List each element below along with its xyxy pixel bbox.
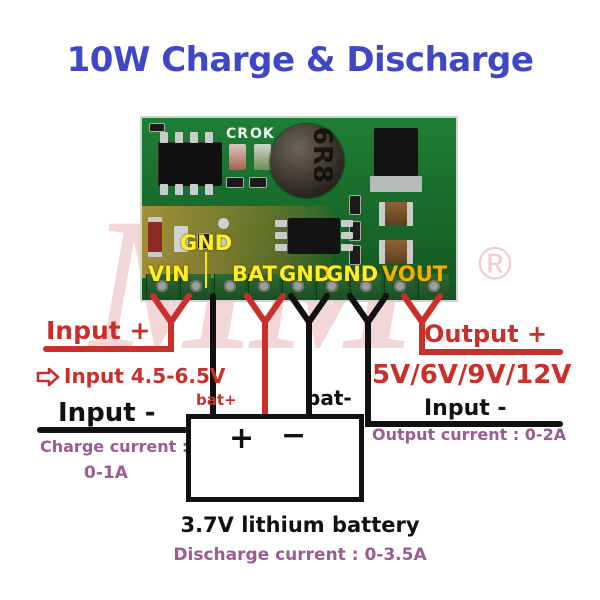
mosfet-pad [370,176,422,192]
ic-pin [160,184,168,195]
smd-capacitor [385,240,407,264]
label-input-voltage-range: Input 4.5-6.5V [64,364,226,388]
ic-pin [341,220,353,227]
via-pad [218,238,229,249]
label-output-voltages: 5V/6V/9V/12V [372,360,572,390]
pcb-pad [282,274,313,300]
ic-pin [341,232,353,239]
wire-bat-plus [244,293,286,419]
mosfet-transistor [374,128,418,176]
pcb-label-vin: VIN [148,262,190,286]
smd-resistor [227,178,243,187]
ic-pin [175,184,183,195]
wire-output-ground [347,293,563,427]
smd-resistor [350,222,360,240]
label-input-minus-right: Input - [424,396,507,421]
page-title: 10W Charge & Discharge [66,40,534,80]
pcb-module: CR OK 6R8 [142,118,456,300]
ic-pin [341,244,353,251]
pcb-pad [146,274,177,300]
label-input-plus: Input + [46,316,151,345]
ic-chip-center [288,218,340,254]
ic-pin [275,220,287,227]
pcb-label-gnd-top: GND [180,231,233,255]
battery-terminal-minus: − [281,418,307,453]
label-charge-current: Charge current : [40,437,189,456]
smd-capacitor [385,202,407,226]
resistor-red [148,222,162,252]
ic-pin [190,184,198,195]
pcb-pad [214,274,245,300]
label-charge-current-value: 0-1A [84,463,128,483]
silkscreen-cr-label: CR [226,126,250,142]
power-inductor: 6R8 [270,124,344,198]
label-input-minus-left: Input - [58,398,156,428]
ic-pin [275,232,287,239]
label-output-current: Output current : 0-2A [372,425,567,444]
label-bat-plus-wire: bat+ [196,391,237,409]
smd-part [174,226,188,252]
pcb-label-gnd-leader [205,252,207,288]
smd-part [198,234,210,248]
label-discharge-current: Discharge current : 0-3.5A [173,545,427,565]
label-battery-name: 3.7V lithium battery [180,513,420,537]
ic-pin [205,184,213,195]
wire-output-plus [401,293,563,355]
led-charge-indicator [229,144,246,170]
pcb-label-vout: VOUT [382,262,448,286]
ic-pin [175,132,183,143]
smd-resistor [350,246,360,264]
right-arrow-icon [36,367,60,387]
ic-pin [160,132,168,143]
silkscreen-ok-label: OK [250,126,275,142]
label-output-plus: Output + [424,320,548,348]
ic-chip-left [158,142,222,186]
ic-pin [205,132,213,143]
pcb-label-gnd-3: GND [326,262,379,286]
via-pad [218,218,229,229]
label-bat-minus-wire: bat- [306,386,352,410]
wire-bat-minus [288,293,330,419]
pcb-label-gnd-2: GND [279,262,332,286]
pcb-pad [350,274,381,300]
led-ok-indicator [254,144,271,170]
ic-pin [275,244,287,251]
battery-body [186,414,364,502]
pcb-pad [248,274,279,300]
pcb-marker-pads [150,124,164,131]
pcb-pad [316,274,347,300]
wire-input-plus [43,293,192,352]
pcb-pad [384,274,415,300]
pcb-pad [418,274,449,300]
ic-pin [190,132,198,143]
battery-terminal-plus: + [229,421,255,456]
pcb-label-bat: BAT [232,262,277,286]
smd-resistor [350,196,360,214]
smd-resistor [250,178,266,187]
